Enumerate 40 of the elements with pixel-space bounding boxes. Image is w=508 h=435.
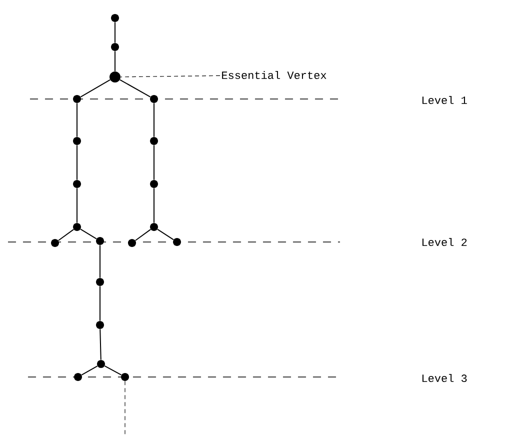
vertex-dot xyxy=(51,239,59,247)
level-label: Level 2 xyxy=(422,238,467,246)
edge-line xyxy=(157,228,174,240)
vertex-dot xyxy=(96,320,104,329)
edge-line xyxy=(114,22,116,44)
vertex-dot xyxy=(173,238,181,246)
edge-line xyxy=(134,228,152,242)
vertex-dot xyxy=(150,180,158,188)
vertex-dot xyxy=(73,180,81,188)
edge-line xyxy=(76,144,78,180)
edge-line xyxy=(81,366,98,376)
vertex-dot xyxy=(150,223,158,231)
level-label: Level 1 xyxy=(422,96,467,104)
edge-line xyxy=(119,79,151,98)
vertex-dot xyxy=(121,372,129,381)
vertex-dot xyxy=(150,137,158,145)
vertex-dot xyxy=(96,278,104,286)
level-label: Level 3 xyxy=(422,374,467,382)
node-label: Essential Vertex xyxy=(222,70,326,80)
edge-line xyxy=(104,365,122,376)
vertex-dot xyxy=(73,95,81,103)
vertex-dot xyxy=(97,360,105,368)
vertex-dot xyxy=(73,137,81,145)
vertex-dot xyxy=(150,95,158,103)
vertex-dot xyxy=(128,239,136,247)
vertex-dot xyxy=(96,236,104,245)
vertex-dot xyxy=(73,223,81,231)
edge-line xyxy=(76,102,78,138)
edge-line xyxy=(100,328,102,360)
edge-line xyxy=(80,79,111,98)
edge-line xyxy=(76,188,78,224)
edge-line xyxy=(80,228,97,240)
vertex-dot xyxy=(74,372,82,381)
edge-line xyxy=(114,50,116,72)
dashed-line xyxy=(124,380,126,435)
leader-line xyxy=(120,75,220,78)
edge-line xyxy=(58,228,74,242)
vertex-dot xyxy=(111,14,119,22)
vertex-dot xyxy=(111,43,119,51)
vertex-dot xyxy=(110,72,120,82)
